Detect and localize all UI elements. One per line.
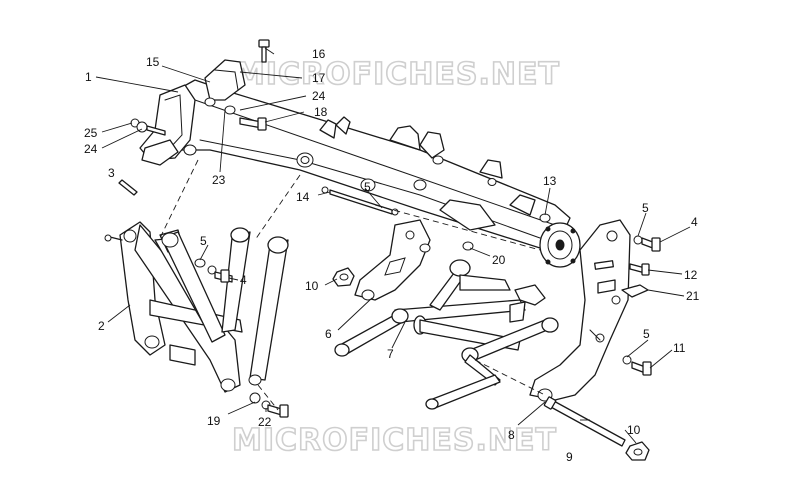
swingarm-plate-6 bbox=[354, 219, 431, 301]
bolt-11 bbox=[622, 355, 652, 376]
callout-5-middle: 5 bbox=[364, 180, 371, 194]
callout-4-right: 4 bbox=[691, 215, 698, 229]
callout-22: 22 bbox=[258, 415, 272, 429]
pin-3 bbox=[118, 179, 138, 196]
callout-2: 2 bbox=[98, 319, 105, 333]
bolt-4-right bbox=[633, 235, 661, 252]
callout-5-left: 5 bbox=[200, 234, 207, 248]
callout-7: 7 bbox=[387, 347, 394, 361]
callout-10-middle: 10 bbox=[305, 279, 319, 293]
watermark-top: MICROFICHES.NET bbox=[235, 57, 560, 92]
callout-23: 23 bbox=[212, 173, 226, 187]
washers-24-25 bbox=[130, 118, 166, 136]
washer-13 bbox=[539, 213, 551, 223]
callout-21: 21 bbox=[686, 289, 700, 303]
long-bolt-9 bbox=[543, 396, 626, 447]
nut-10-middle bbox=[332, 267, 355, 287]
callout-16: 16 bbox=[312, 47, 326, 61]
bolt-22 bbox=[249, 392, 289, 418]
callout-20: 20 bbox=[492, 253, 506, 267]
callout-8: 8 bbox=[508, 428, 515, 442]
callout-5-right-bottom: 5 bbox=[643, 327, 650, 341]
nut-10-right bbox=[625, 441, 650, 461]
stud-14 bbox=[321, 186, 399, 216]
callout-6: 6 bbox=[325, 327, 332, 341]
callout-15: 15 bbox=[146, 55, 160, 69]
bolt-4-left bbox=[194, 258, 233, 283]
callout-9: 9 bbox=[566, 450, 573, 464]
callout-19: 19 bbox=[207, 414, 221, 428]
callout-14: 14 bbox=[296, 190, 310, 204]
callout-12: 12 bbox=[684, 268, 698, 282]
bolt-16 bbox=[258, 39, 270, 63]
leader-lines bbox=[95, 47, 691, 444]
front-link-rods bbox=[161, 227, 289, 386]
assembly-lines bbox=[159, 159, 546, 411]
callout-3: 3 bbox=[108, 166, 115, 180]
callout-5-right-top: 5 bbox=[642, 201, 649, 215]
callout-24-left: 24 bbox=[84, 142, 98, 156]
bolt-18 bbox=[239, 117, 267, 131]
bolt-12 bbox=[629, 263, 650, 276]
watermark-bottom: MICROFICHES.NET bbox=[232, 423, 557, 458]
linkage-rods-7 bbox=[334, 259, 559, 410]
callout-numbers: 1 2 3 4 4 5 5 5 5 6 7 8 9 10 10 11 12 13… bbox=[84, 47, 700, 464]
callout-17: 17 bbox=[312, 71, 326, 85]
callout-11: 11 bbox=[673, 341, 686, 355]
rear-plate-8 bbox=[529, 219, 631, 402]
front-headstock-bracket bbox=[139, 59, 246, 166]
callout-13: 13 bbox=[543, 174, 557, 188]
callout-1: 1 bbox=[85, 70, 92, 84]
callout-10-right: 10 bbox=[627, 423, 641, 437]
callout-4-left: 4 bbox=[240, 273, 247, 287]
callout-24-top: 24 bbox=[312, 89, 326, 103]
callout-18: 18 bbox=[314, 105, 328, 119]
callout-25: 25 bbox=[84, 126, 98, 140]
